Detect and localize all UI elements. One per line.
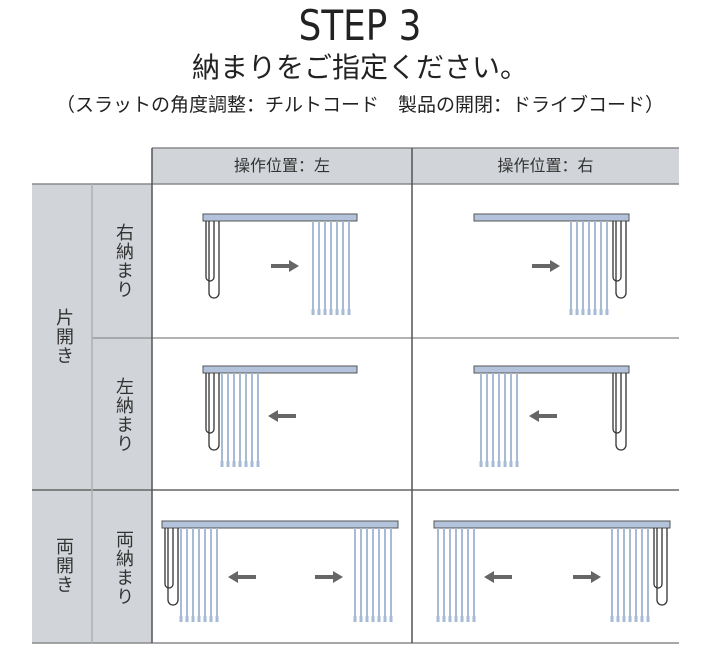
diagram-left-stack-left-control <box>202 365 358 469</box>
cord-note: （スラットの角度調整：チルトコード 製品の開閉：ドライブコード） <box>55 94 664 116</box>
group-label-single-open: 片開き <box>53 308 74 365</box>
diagram-both-stack-left-control <box>161 520 399 624</box>
column-header-left-control: 操作位置：左 <box>233 156 330 175</box>
diagram-both-stack-right-control <box>433 520 671 624</box>
row-label-both-stack: 両納まり <box>113 530 134 606</box>
column-header-right-control: 操作位置：右 <box>497 156 594 175</box>
diagram-right-stack-right-control <box>473 213 630 317</box>
diagram-right-stack-left-control <box>202 213 358 317</box>
group-label-double-open: 両開き <box>53 537 74 594</box>
diagram-left-stack-right-control <box>473 365 630 469</box>
row-label-left-stack: 左納まり <box>113 377 134 453</box>
step-title: STEP 3 <box>298 1 422 50</box>
page-subtitle: 納まりをご指定ください。 <box>191 51 528 84</box>
row-label-right-stack: 右納まり <box>113 223 134 299</box>
